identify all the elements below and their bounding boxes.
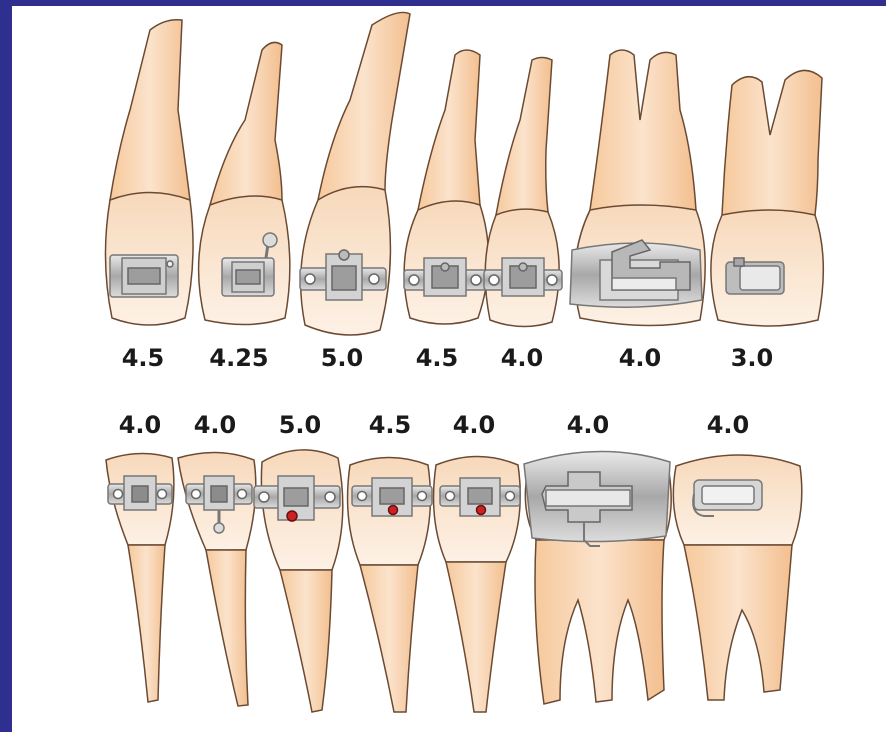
upper-tooth-7 bbox=[711, 70, 823, 326]
tube-lower-7 bbox=[693, 480, 762, 516]
upper-label-4: 4.5 bbox=[397, 344, 477, 372]
upper-label-5: 4.0 bbox=[482, 344, 562, 372]
lower-teeth bbox=[106, 450, 802, 712]
lower-tooth-3 bbox=[254, 450, 343, 712]
bracket-upper-1 bbox=[110, 255, 178, 297]
lower-label-3: 5.0 bbox=[260, 411, 340, 439]
upper-tooth-1 bbox=[105, 20, 193, 325]
upper-label-1: 4.5 bbox=[103, 344, 183, 372]
upper-label-7: 3.0 bbox=[712, 344, 792, 372]
lower-tooth-4 bbox=[348, 458, 432, 713]
lower-tooth-7 bbox=[673, 455, 801, 700]
upper-tooth-4 bbox=[404, 50, 489, 324]
band-upper-6 bbox=[570, 240, 702, 307]
band-lower-6 bbox=[524, 451, 670, 546]
upper-tooth-6 bbox=[570, 50, 705, 326]
lower-label-7: 4.0 bbox=[688, 411, 768, 439]
lower-tooth-1 bbox=[106, 453, 174, 702]
upper-teeth bbox=[105, 12, 823, 335]
upper-tooth-3 bbox=[300, 12, 410, 335]
upper-label-6: 4.0 bbox=[600, 344, 680, 372]
lower-label-4: 4.5 bbox=[350, 411, 430, 439]
upper-label-3: 5.0 bbox=[302, 344, 382, 372]
lower-tooth-5 bbox=[434, 457, 521, 713]
lower-label-6: 4.0 bbox=[548, 411, 628, 439]
upper-tooth-5 bbox=[484, 58, 562, 327]
lower-label-1: 4.0 bbox=[100, 411, 180, 439]
lower-label-5: 4.0 bbox=[434, 411, 514, 439]
tube-upper-7 bbox=[726, 258, 784, 294]
upper-label-2: 4.25 bbox=[199, 344, 279, 372]
lower-tooth-6 bbox=[524, 451, 671, 704]
lower-tooth-2 bbox=[178, 452, 256, 706]
upper-tooth-2 bbox=[199, 42, 290, 324]
lower-label-2: 4.0 bbox=[175, 411, 255, 439]
